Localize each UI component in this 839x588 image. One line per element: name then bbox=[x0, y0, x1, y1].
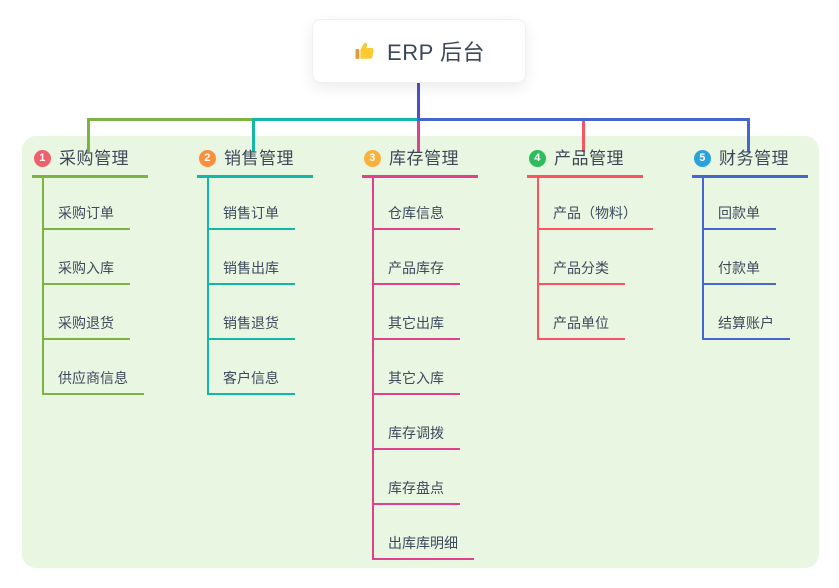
child-node[interactable]: 销售出库 bbox=[207, 259, 295, 285]
branch-children-connector bbox=[42, 177, 44, 395]
child-node[interactable]: 销售退货 bbox=[207, 314, 295, 340]
child-label: 仓库信息 bbox=[388, 205, 444, 221]
child-node[interactable]: 采购退货 bbox=[42, 314, 130, 340]
child-label: 库存盘点 bbox=[388, 480, 444, 496]
branch-children-connector bbox=[207, 177, 209, 395]
child-node[interactable]: 产品单位 bbox=[537, 314, 625, 340]
branch-badge: 3 bbox=[364, 150, 381, 167]
branch-drop-line bbox=[747, 121, 750, 152]
child-label: 采购订单 bbox=[58, 205, 114, 221]
thumbs-up-icon bbox=[353, 39, 377, 63]
child-node[interactable]: 供应商信息 bbox=[42, 369, 144, 395]
child-node[interactable]: 采购入库 bbox=[42, 259, 130, 285]
branch-title: 库存管理 bbox=[389, 149, 459, 168]
child-label: 采购入库 bbox=[58, 260, 114, 276]
branch-badge: 5 bbox=[694, 150, 711, 167]
child-node[interactable]: 库存调拨 bbox=[372, 424, 460, 450]
child-label: 库存调拨 bbox=[388, 425, 444, 441]
branch-badge: 4 bbox=[529, 150, 546, 167]
branch-title: 销售管理 bbox=[224, 149, 294, 168]
branch-header[interactable]: 1 采购管理 bbox=[32, 148, 148, 178]
branch-drop-line bbox=[87, 121, 90, 152]
child-node[interactable]: 客户信息 bbox=[207, 369, 295, 395]
child-label: 回款单 bbox=[718, 205, 760, 221]
child-label: 采购退货 bbox=[58, 315, 114, 331]
child-label: 销售退货 bbox=[223, 315, 279, 331]
bus-segment bbox=[417, 118, 750, 121]
branch-badge: 2 bbox=[199, 150, 216, 167]
child-label: 付款单 bbox=[718, 260, 760, 276]
branch-children-connector bbox=[702, 177, 704, 340]
child-node[interactable]: 产品库存 bbox=[372, 259, 460, 285]
branch-title: 采购管理 bbox=[59, 149, 129, 168]
bus-segment bbox=[252, 118, 420, 121]
child-node[interactable]: 出库库明细 bbox=[372, 534, 474, 560]
branch-drop-line bbox=[417, 121, 420, 152]
branch-header[interactable]: 2 销售管理 bbox=[197, 148, 313, 178]
child-label: 其它入库 bbox=[388, 370, 444, 386]
branch-badge: 1 bbox=[34, 150, 51, 167]
child-node[interactable]: 库存盘点 bbox=[372, 479, 460, 505]
child-label: 其它出库 bbox=[388, 315, 444, 331]
child-label: 结算账户 bbox=[718, 315, 774, 331]
child-node[interactable]: 产品（物料） bbox=[537, 204, 653, 230]
child-node[interactable]: 产品分类 bbox=[537, 259, 625, 285]
bus-segment bbox=[87, 118, 255, 121]
branch-title: 产品管理 bbox=[554, 149, 624, 168]
child-label: 销售出库 bbox=[223, 260, 279, 276]
branch-drop-line bbox=[582, 121, 585, 152]
child-label: 销售订单 bbox=[223, 205, 279, 221]
branch-header[interactable]: 4 产品管理 bbox=[527, 148, 643, 178]
branch-children-connector bbox=[372, 177, 374, 560]
branch-header[interactable]: 3 库存管理 bbox=[362, 148, 478, 178]
child-node[interactable]: 销售订单 bbox=[207, 204, 295, 230]
child-node[interactable]: 其它出库 bbox=[372, 314, 460, 340]
root-connector-line bbox=[417, 82, 420, 119]
root-node[interactable]: ERP 后台 bbox=[313, 20, 525, 82]
branch-children-connector bbox=[537, 177, 539, 340]
child-node[interactable]: 其它入库 bbox=[372, 369, 460, 395]
child-node[interactable]: 仓库信息 bbox=[372, 204, 460, 230]
child-node[interactable]: 采购订单 bbox=[42, 204, 130, 230]
child-node[interactable]: 回款单 bbox=[702, 204, 776, 230]
child-label: 客户信息 bbox=[223, 370, 279, 386]
child-node[interactable]: 结算账户 bbox=[702, 314, 790, 340]
branch-header[interactable]: 5 财务管理 bbox=[692, 148, 808, 178]
child-label: 出库库明细 bbox=[388, 535, 458, 551]
child-label: 产品库存 bbox=[388, 260, 444, 276]
branch-drop-line bbox=[252, 121, 255, 152]
child-label: 产品（物料） bbox=[553, 205, 637, 221]
child-label: 产品分类 bbox=[553, 260, 609, 276]
child-label: 产品单位 bbox=[553, 315, 609, 331]
branch-title: 财务管理 bbox=[719, 149, 789, 168]
child-label: 供应商信息 bbox=[58, 370, 128, 386]
child-node[interactable]: 付款单 bbox=[702, 259, 776, 285]
background-panel bbox=[22, 136, 819, 568]
root-title: ERP 后台 bbox=[387, 40, 485, 65]
